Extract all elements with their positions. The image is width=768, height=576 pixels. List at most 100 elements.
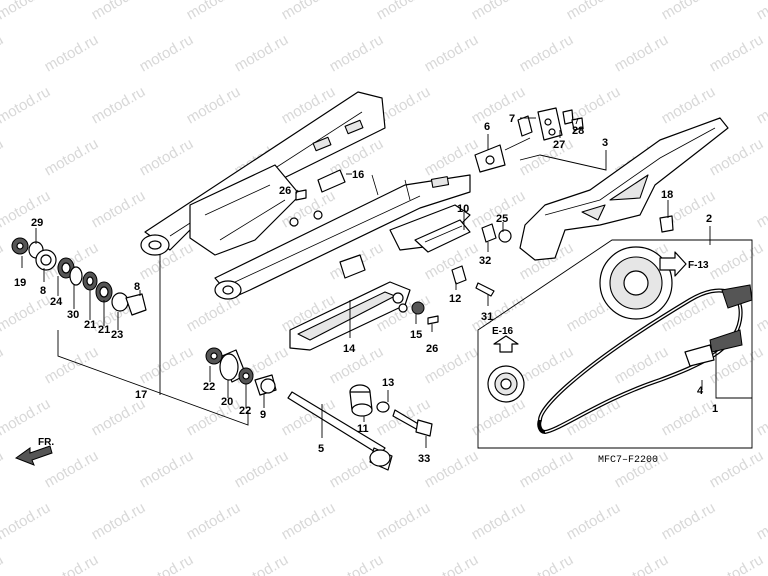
callout-11: 11 bbox=[357, 423, 369, 435]
bolt-33 bbox=[392, 409, 433, 437]
watermark-text: motod.ru bbox=[564, 395, 624, 439]
watermark-text: motod.ru bbox=[0, 83, 53, 127]
callout-numbers: 29 19 8 24 30 21 21 23 8 17 22 20 22 9 5… bbox=[14, 113, 718, 465]
front-arrow bbox=[14, 445, 53, 466]
watermark-text: motod.ru bbox=[374, 0, 434, 23]
watermark-text: motod.ru bbox=[137, 447, 197, 491]
watermark-text: motod.ru bbox=[754, 0, 768, 23]
watermark-text: motod.ru bbox=[89, 499, 149, 543]
callout-20: 20 bbox=[221, 396, 233, 408]
callout-26b: 26 bbox=[426, 343, 438, 355]
watermark-text: motod.ru bbox=[279, 0, 339, 23]
leader-lines bbox=[21, 117, 752, 448]
watermark-text: motod.ru bbox=[42, 343, 102, 387]
watermark-text: motod.ru bbox=[754, 499, 768, 543]
watermark-text: motod.ru bbox=[754, 187, 768, 231]
watermark-text: motod.ru bbox=[754, 395, 768, 439]
watermark-text: motod.ru bbox=[0, 135, 6, 179]
callout-9: 9 bbox=[260, 409, 266, 421]
watermark-text: motod.ru bbox=[469, 0, 529, 23]
watermark-text: motod.ru bbox=[754, 291, 768, 335]
watermark-text: motod.ru bbox=[137, 343, 197, 387]
callout-8b: 8 bbox=[134, 281, 140, 293]
watermark-text: motod.ru bbox=[42, 135, 102, 179]
callout-15: 15 bbox=[410, 329, 422, 341]
watermark-text: motod.ru bbox=[42, 31, 102, 75]
watermark-text: motod.ru bbox=[564, 0, 624, 23]
watermark-text: motod.ru bbox=[327, 31, 387, 75]
watermark-text: motod.ru bbox=[659, 0, 719, 23]
watermark-text: motod.ru bbox=[184, 395, 244, 439]
rear-sprocket bbox=[599, 246, 673, 320]
callout-18: 18 bbox=[661, 189, 673, 201]
callout-24: 24 bbox=[50, 296, 63, 308]
watermark-text: motod.ru bbox=[184, 83, 244, 127]
chain-adjuster bbox=[474, 107, 574, 173]
watermark-text: motod.ru bbox=[517, 135, 577, 179]
watermark-text: motod.ru bbox=[0, 239, 6, 283]
watermark-text: motod.ru bbox=[422, 447, 482, 491]
watermark-text: motod.ru bbox=[564, 499, 624, 543]
watermark-text: motod.ru bbox=[0, 291, 53, 335]
watermark-text: motod.ru bbox=[754, 83, 768, 127]
callout-4: 4 bbox=[697, 385, 704, 397]
front-sprocket bbox=[487, 365, 525, 403]
watermark-text: motod.ru bbox=[612, 31, 672, 75]
watermark-text: motod.ru bbox=[137, 135, 197, 179]
watermark-text: motod.ru bbox=[612, 551, 672, 576]
callout-12: 12 bbox=[449, 293, 461, 305]
watermark-text: motod.ru bbox=[707, 135, 767, 179]
watermark-text: motod.ru bbox=[659, 499, 719, 543]
watermark-text: motod.ru bbox=[707, 31, 767, 75]
callout-29: 29 bbox=[31, 217, 43, 229]
watermark-text: motod.ru bbox=[137, 31, 197, 75]
callout-25: 25 bbox=[496, 213, 508, 225]
watermark-text: motod.ru bbox=[374, 499, 434, 543]
watermark-text: motod.ru bbox=[89, 0, 149, 23]
swingarm bbox=[140, 91, 471, 300]
watermark-text: motod.ru bbox=[659, 83, 719, 127]
watermark-text: motod.ru bbox=[232, 31, 292, 75]
part-10-guide bbox=[414, 219, 471, 253]
callout-16: 16 bbox=[352, 169, 364, 181]
watermark-text: motod.ru bbox=[707, 551, 767, 576]
watermark-text: motod.ru bbox=[517, 343, 577, 387]
callout-8a: 8 bbox=[40, 285, 46, 297]
callout-1: 1 bbox=[712, 403, 718, 415]
part-16-plate bbox=[317, 169, 346, 193]
watermark-text: motod.ru bbox=[42, 551, 102, 576]
watermark-text: motod.ru bbox=[0, 0, 53, 23]
watermark-text: motod.ru bbox=[184, 0, 244, 23]
watermark-text: motod.ru bbox=[469, 499, 529, 543]
watermark-text: motod.ru bbox=[422, 551, 482, 576]
watermark-text: motod.ru bbox=[659, 395, 719, 439]
watermark-text: motod.ru bbox=[517, 31, 577, 75]
watermark-text: motod.ru bbox=[517, 551, 577, 576]
chain-case bbox=[519, 117, 729, 261]
watermark-text: motod.ru bbox=[0, 395, 53, 439]
callout-23: 23 bbox=[111, 329, 123, 341]
watermark-text: motod.ru bbox=[89, 395, 149, 439]
callout-22b: 22 bbox=[239, 405, 251, 417]
callout-21b: 21 bbox=[98, 324, 110, 336]
watermark-text: motod.ru bbox=[279, 499, 339, 543]
drive-chain-box bbox=[477, 239, 753, 449]
ref-f13: F-13 bbox=[688, 260, 709, 271]
callout-2: 2 bbox=[706, 213, 712, 225]
watermark-text: motod.ru bbox=[232, 551, 292, 576]
callout-26a: 26 bbox=[279, 185, 291, 197]
watermark-text: motod.ru bbox=[707, 447, 767, 491]
watermark-text: motod.ru bbox=[327, 343, 387, 387]
callout-27: 27 bbox=[553, 139, 565, 151]
watermark-text: motod.ru bbox=[0, 187, 53, 231]
watermark-text: motod.ru bbox=[232, 447, 292, 491]
watermark-text: motod.ru bbox=[612, 447, 672, 491]
front-label: FR. bbox=[38, 437, 54, 448]
callout-6: 6 bbox=[484, 121, 490, 133]
small-fasteners bbox=[295, 115, 674, 325]
callout-30: 30 bbox=[67, 309, 79, 321]
watermark-text: motod.ru bbox=[89, 187, 149, 231]
callout-3: 3 bbox=[602, 137, 608, 149]
callout-17: 17 bbox=[135, 389, 147, 401]
